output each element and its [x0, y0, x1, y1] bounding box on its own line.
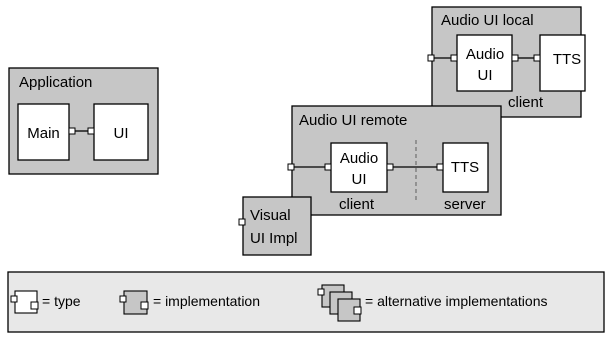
type-icon — [10, 290, 39, 314]
main-port — [68, 127, 76, 135]
application-ui-label: UI — [114, 125, 129, 142]
application-title: Application — [19, 74, 92, 91]
audio-remote-audio-in-port — [324, 163, 332, 171]
legend-type-label: = type — [42, 293, 81, 309]
audio-local-tts-part — [539, 34, 586, 92]
audio-remote-server-label: server — [444, 196, 486, 213]
legend-alternatives-label: = alternative implementations — [365, 293, 548, 309]
visual-ui-port — [238, 218, 246, 226]
audio-remote-tts-port — [436, 163, 444, 171]
audio-local-audio-label-1: Audio — [466, 46, 504, 63]
application-ui-part — [93, 103, 149, 161]
alternative-implementations-icon — [317, 284, 362, 322]
audio-remote-audio-label-1: Audio — [340, 150, 378, 167]
ui-port — [87, 127, 95, 135]
application-component: Application Main UI — [8, 67, 159, 175]
audio-remote-tts-label: TTS — [451, 159, 479, 176]
audio-local-external-port — [427, 54, 435, 62]
legend-box — [7, 271, 605, 333]
legend-implementation-label: = implementation — [153, 293, 260, 309]
audio-local-tts-port — [533, 54, 541, 62]
audio-remote-audio-label-2: UI — [352, 171, 367, 188]
audio-remote-audio-out-port — [386, 163, 394, 171]
audio-local-audio-ui-part — [456, 34, 513, 92]
audio-local-audio-out-port — [511, 54, 519, 62]
audio-local-audio-in-port — [450, 54, 458, 62]
audio-remote-title: Audio UI remote — [299, 112, 407, 129]
visual-ui-box — [242, 196, 312, 256]
audio-ui-remote-component: Audio UI remote Audio UI TTS client serv… — [287, 105, 502, 216]
audio-local-tts-label: TTS — [553, 51, 581, 68]
implementation-icon — [119, 290, 149, 315]
audio-remote-client-label: client — [339, 196, 375, 213]
audio-remote-external-port — [287, 163, 295, 171]
visual-label-1: Visual — [250, 207, 291, 224]
audio-local-client-label: client — [508, 94, 544, 111]
application-main-part — [17, 103, 70, 161]
visual-label-2: UI Impl — [250, 230, 298, 247]
audio-local-title: Audio UI local — [441, 12, 534, 29]
legend: = type = implementation = alternative im… — [7, 271, 605, 333]
audio-local-audio-label-2: UI — [478, 67, 493, 84]
audio-ui-local-component: Audio UI local Audio UI TTS client — [427, 6, 586, 118]
visual-ui-impl-component: Visual UI Impl — [238, 196, 312, 256]
application-main-label: Main — [27, 125, 60, 142]
